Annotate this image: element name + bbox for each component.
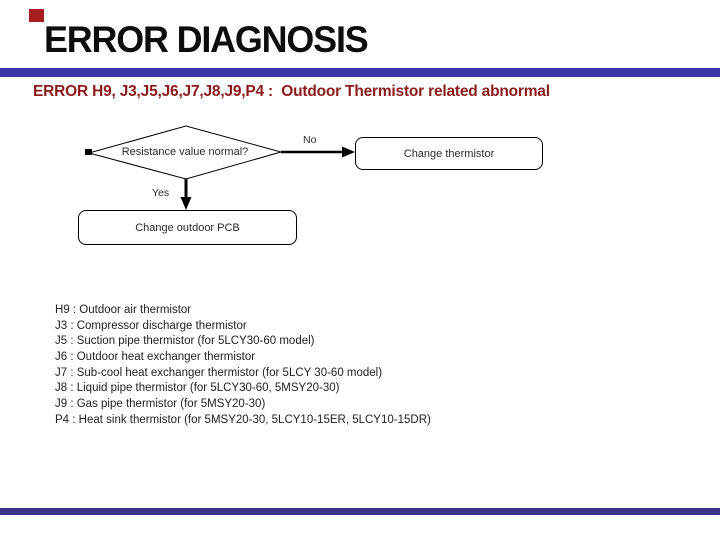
error-heading: ERROR H9, J3,J5,J6,J7,J8,J9,P4 : Outdoor…	[33, 83, 550, 100]
bottom-divider-bar	[0, 508, 720, 515]
action-box-label: Change outdoor PCB	[135, 221, 240, 234]
legend-line-h9: H9 : Outdoor air thermistor	[55, 304, 192, 316]
yes-branch-arrowhead-icon	[180, 197, 192, 210]
legend-line-p4: P4 : Heat sink thermistor (for 5MSY20-30…	[55, 413, 431, 426]
action-box-change-thermistor: Change thermistor	[355, 137, 543, 170]
legend-line-j6: J6 : Outdoor heat exchanger thermistor	[55, 351, 256, 364]
legend-line-j9: J9 : Gas pipe thermistor (for 5MSY20-30)	[55, 398, 266, 411]
page-title: ERROR DIAGNOSIS	[44, 19, 369, 60]
error-code-legend: H9 : Outdoor air thermistor J3 : Compres…	[55, 303, 431, 429]
no-branch-arrowhead-icon	[342, 146, 355, 158]
legend-line-j3: J3 : Compressor discharge thermistor	[55, 319, 247, 332]
corner-accent-square	[29, 9, 44, 22]
legend-line-j8: J8 : Liquid pipe thermistor (for 5LCY30-…	[55, 382, 340, 395]
entry-marker	[85, 149, 92, 155]
legend-line-j7: J7 : Sub-cool heat exchanger thermistor …	[55, 366, 383, 379]
branch-label-no: No	[303, 134, 317, 146]
legend-line-j5: J5 : Suction pipe thermistor (for 5LCY30…	[55, 335, 315, 348]
flowchart-shapes	[85, 125, 355, 210]
branch-label-yes: Yes	[152, 187, 170, 199]
decision-label: Resistance value normal?	[121, 146, 249, 158]
action-box-label: Change thermistor	[403, 147, 495, 160]
action-box-change-outdoor-pcb: Change outdoor PCB	[78, 210, 297, 245]
top-divider-bar	[0, 68, 720, 77]
